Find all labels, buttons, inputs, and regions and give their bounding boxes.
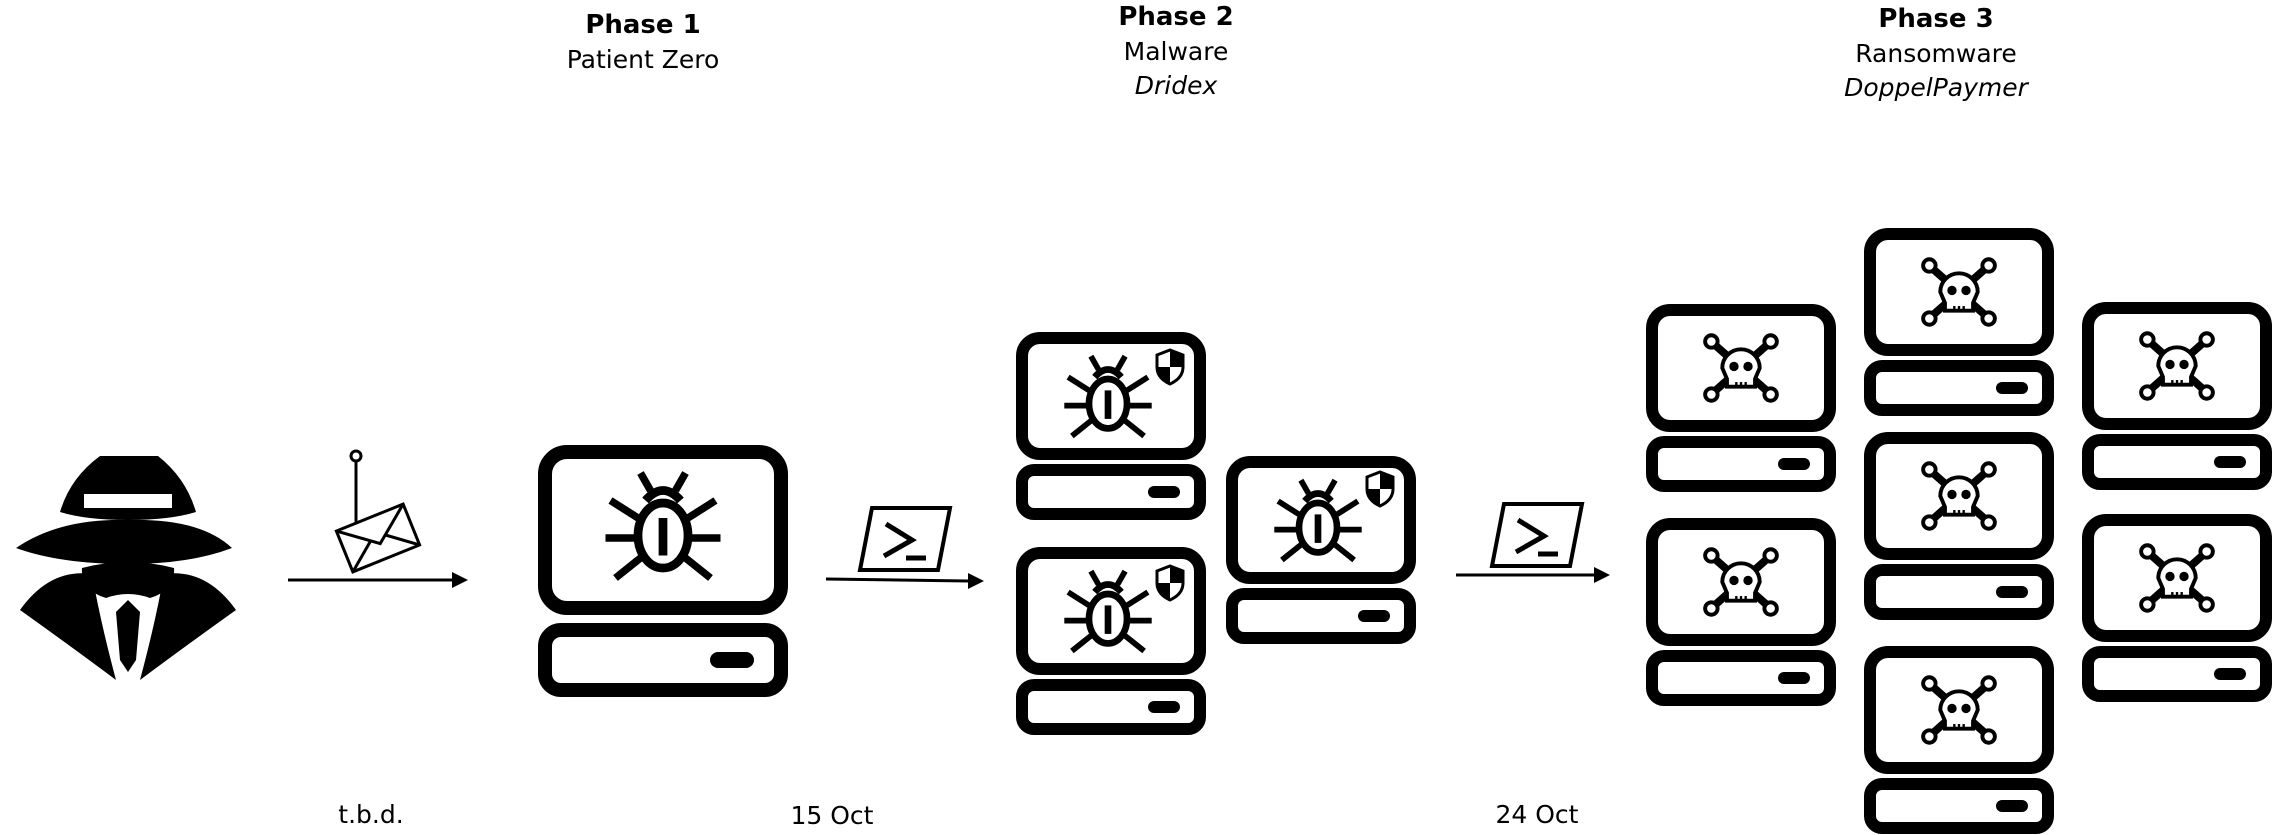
phase-3-label: Phase 3 Ransomware DoppelPaymer: [1836, 2, 2036, 105]
dridex-computer-3: [1226, 456, 1416, 644]
ransomware-computer: [1646, 518, 1836, 706]
patient-zero-computer: [538, 445, 788, 697]
powershell-prompt-icon: [857, 506, 953, 572]
date-phase-2: 15 Oct: [790, 801, 874, 830]
phase-1-label: Phase 1 Patient Zero: [543, 8, 743, 77]
ransomware-computer: [1864, 432, 2054, 620]
shield-icon: [1365, 470, 1395, 508]
arrow-phase-1: [288, 572, 468, 588]
powershell-prompt-icon: [1489, 502, 1585, 568]
ransomware-computer: [1646, 304, 1836, 492]
arrow-phase-3: [1456, 567, 1610, 583]
dridex-computer-2: [1016, 547, 1206, 735]
phase-1-title: Phase 1: [585, 10, 701, 40]
phase-3-ransomware-name: DoppelPaymer: [1844, 72, 2028, 102]
phishing-email-hook-icon: [334, 449, 422, 574]
shield-icon: [1155, 348, 1185, 386]
ransomware-computer: [2082, 514, 2272, 702]
phase-3-title: Phase 3: [1878, 4, 1994, 34]
ransomware-computer: [1864, 646, 2054, 834]
spy-hacker-icon: [16, 456, 236, 680]
ransomware-computers: [1646, 228, 2272, 834]
phase-1-subtitle: Patient Zero: [566, 45, 720, 75]
shield-icon: [1155, 564, 1185, 602]
phase-2-subtitle: Malware: [1123, 37, 1229, 67]
arrow-phase-2: [825, 573, 984, 589]
phase-2-title: Phase 2: [1118, 2, 1234, 32]
ransomware-computer: [2082, 302, 2272, 490]
phase-2-label: Phase 2 Malware Dridex: [1076, 0, 1276, 103]
phase-3-subtitle: Ransomware: [1855, 39, 2017, 69]
date-phase-3: 24 Oct: [1495, 800, 1579, 829]
phase-2-malware-name: Dridex: [1134, 70, 1218, 100]
ransomware-computer: [1864, 228, 2054, 416]
date-phase-1: t.b.d.: [338, 800, 404, 829]
dridex-computer-1: [1016, 332, 1206, 520]
